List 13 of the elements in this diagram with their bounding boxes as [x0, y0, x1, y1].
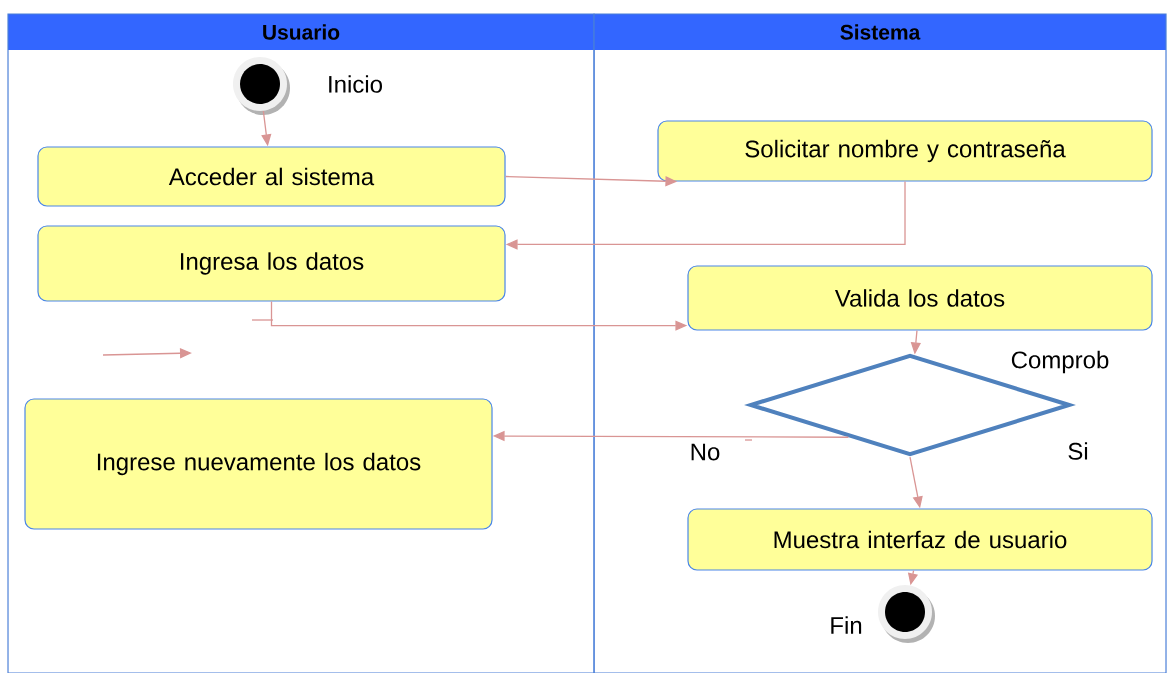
activity-box: Acceder al sistema: [37, 146, 506, 207]
activity-box: Ingresa los datos: [37, 225, 506, 302]
state-circle: [233, 57, 290, 115]
edge-label: No: [688, 442, 722, 462]
decision-label: Comprob: [1011, 350, 1109, 374]
activity-box: Solicitar nombre y contraseña: [657, 120, 1153, 182]
state-circle: [878, 585, 935, 643]
decision-label: Si: [1068, 442, 1088, 460]
state-label: Inicio: [329, 75, 382, 93]
activity-box: Valida los datos: [687, 265, 1153, 331]
activity-box: Muestra interfaz de usuario: [687, 508, 1153, 571]
state-label: Fin: [831, 616, 862, 634]
activity-box: Ingrese nuevamente los datos: [24, 398, 493, 530]
